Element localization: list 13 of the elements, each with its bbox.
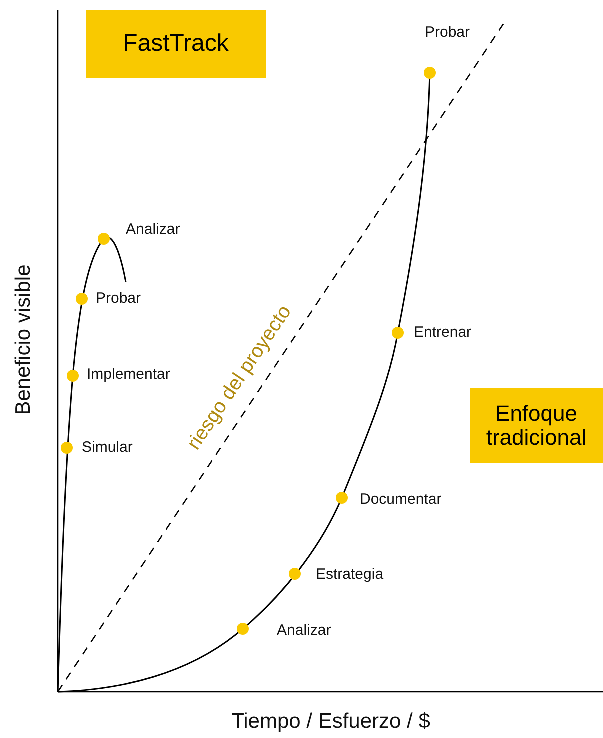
label-box: Enfoque tradicional bbox=[470, 388, 603, 463]
point-label: Probar bbox=[96, 290, 142, 307]
axis-title: Tiempo / Esfuerzo / $ bbox=[232, 710, 430, 734]
point-label: Analizar bbox=[126, 221, 180, 238]
point-label: Probar bbox=[425, 24, 470, 41]
point-label: Entrenar bbox=[414, 324, 472, 341]
label-box: FastTrack bbox=[86, 10, 266, 78]
point-label: Documentar bbox=[360, 491, 442, 508]
point-label: Analizar bbox=[277, 622, 332, 639]
point-label: Estrategia bbox=[316, 566, 384, 583]
point-label: Implementar bbox=[87, 366, 170, 383]
axis-title: Beneficio visible bbox=[12, 264, 36, 416]
point-label: Simular bbox=[82, 439, 133, 456]
